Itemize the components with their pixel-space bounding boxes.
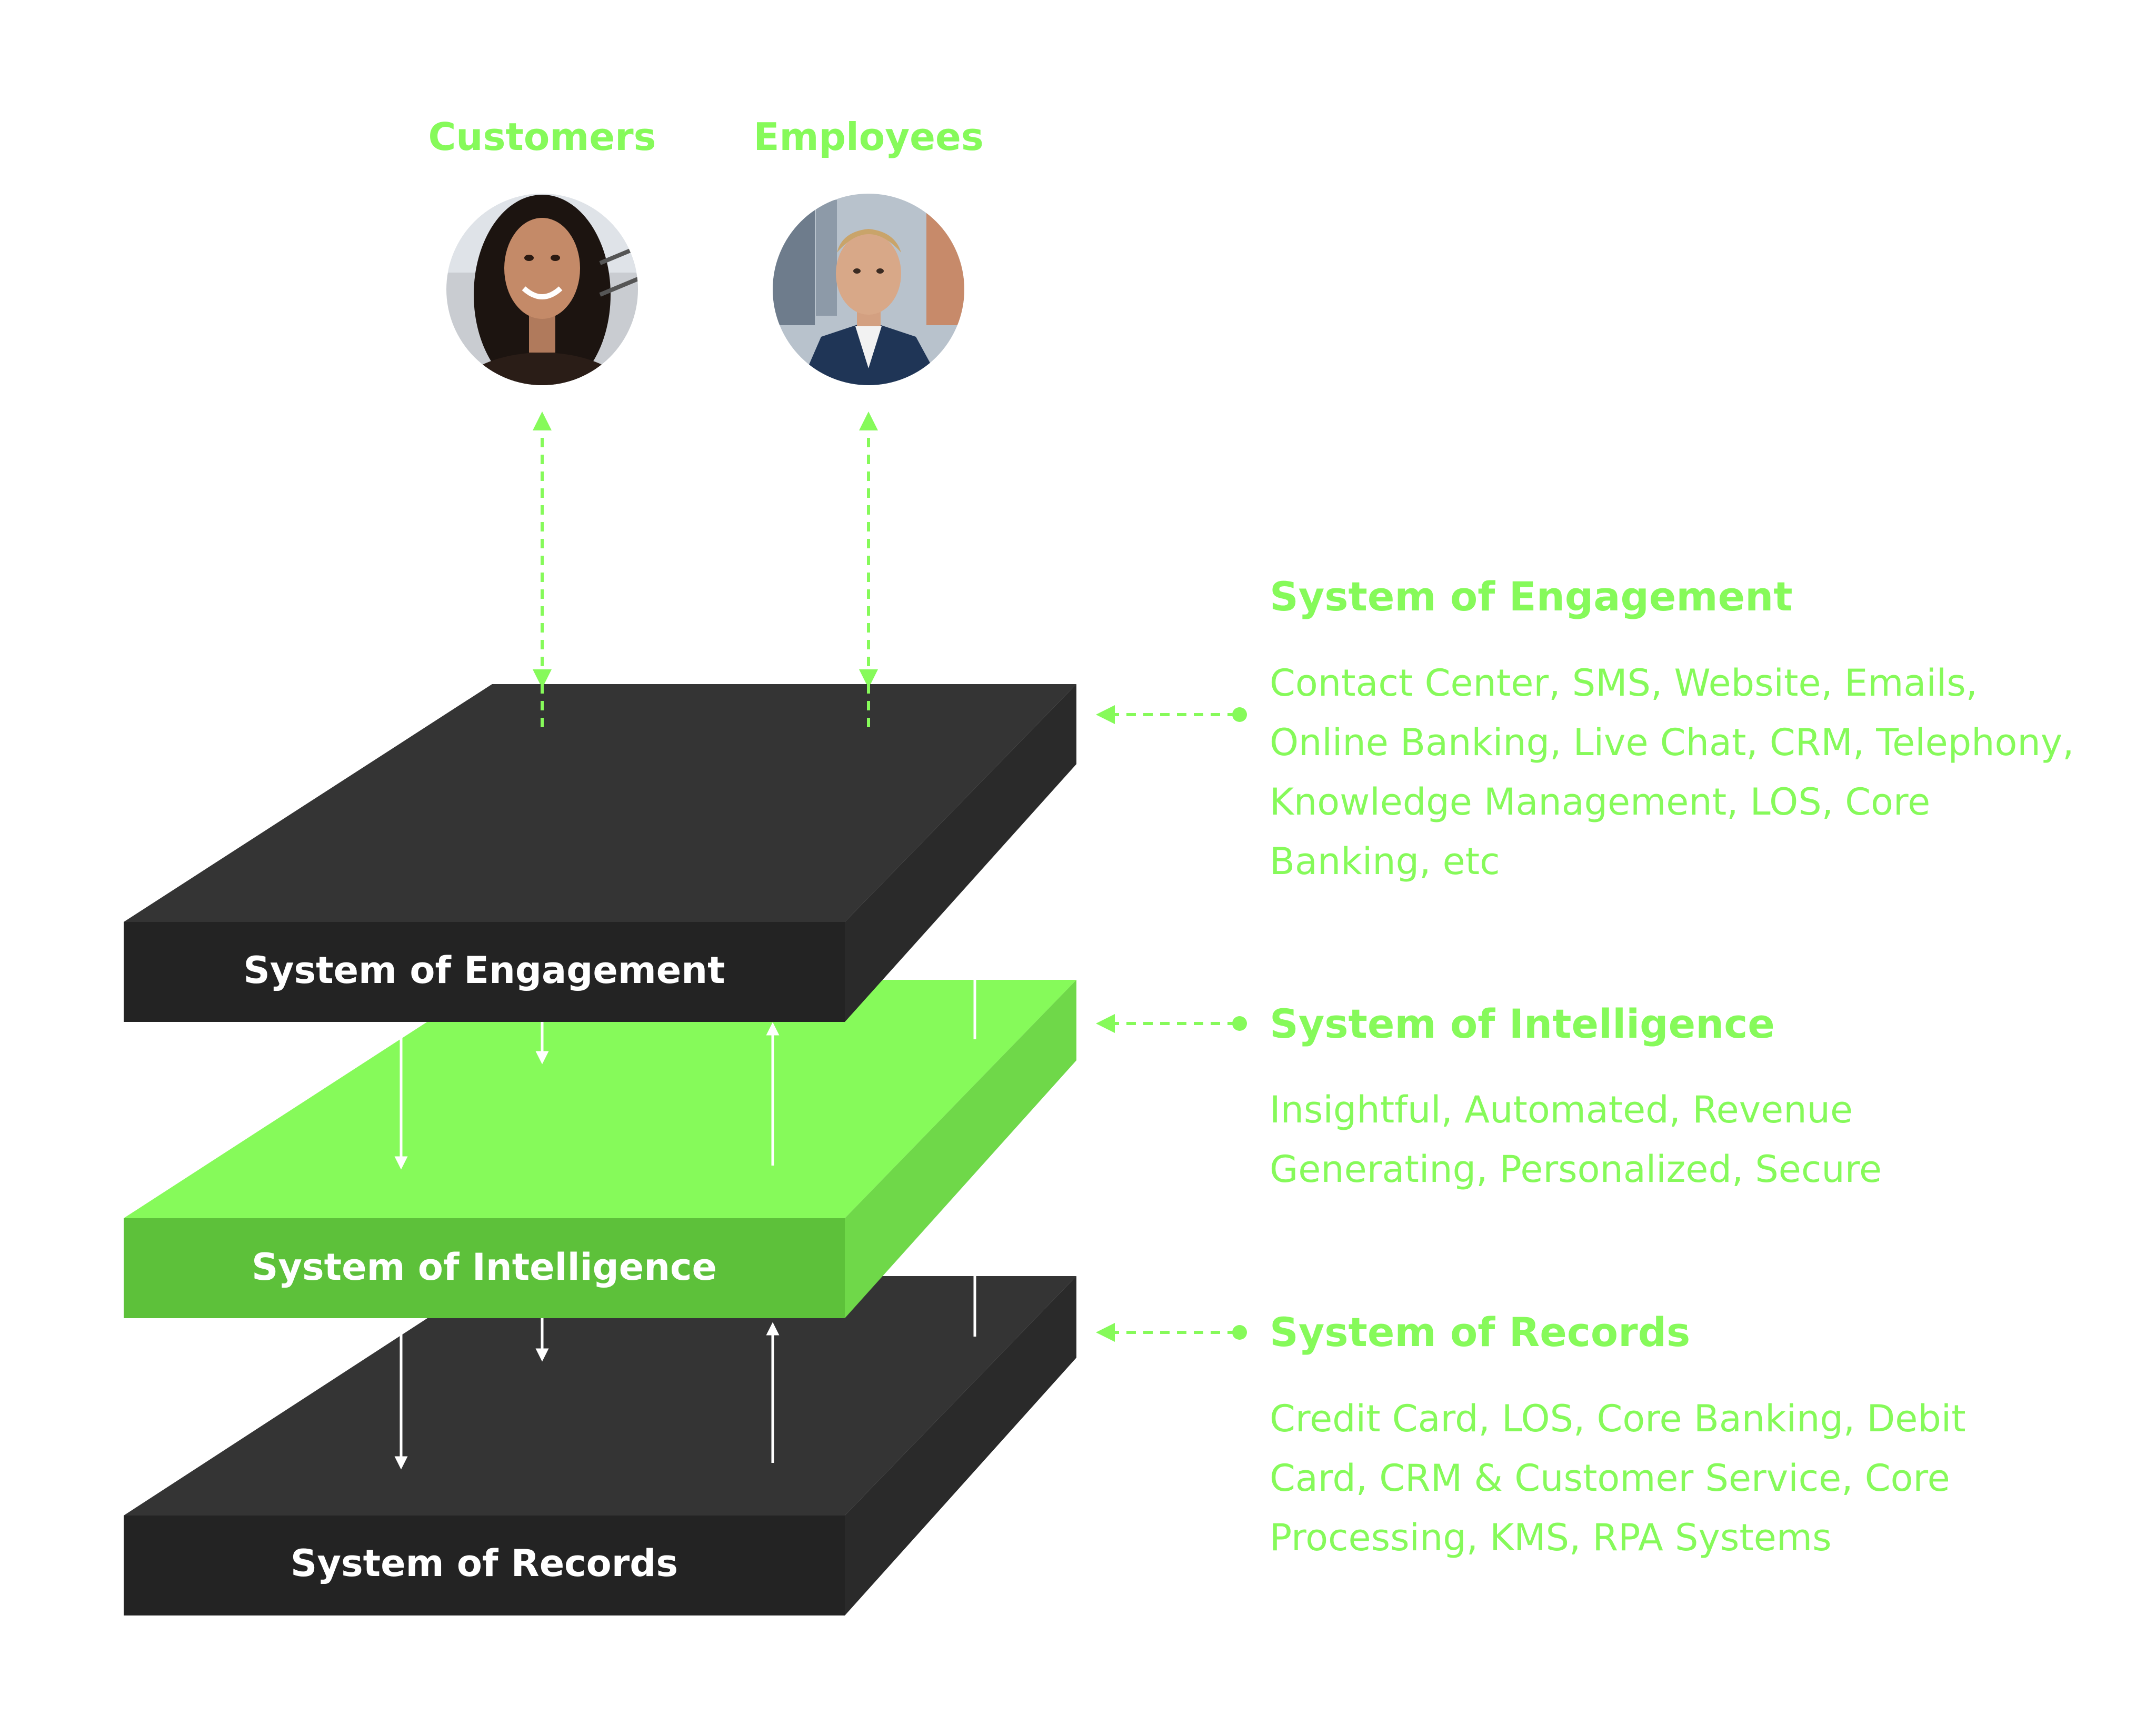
engagement-line-2: Online Banking, Live Chat, CRM, Telephon… — [1270, 721, 2074, 764]
customer-avatar — [446, 194, 638, 385]
engagement-pointer — [1096, 705, 1247, 724]
intelligence-layer-label: System of Intelligence — [252, 1246, 717, 1289]
records-description: System of Records Credit Card, LOS, Core… — [1270, 1309, 1966, 1559]
engagement-line-4: Banking, etc — [1270, 840, 1500, 883]
records-pointer — [1096, 1323, 1247, 1342]
customers-label: Customers — [428, 115, 656, 159]
intelligence-title: System of Intelligence — [1270, 1000, 1775, 1047]
records-line-3: Processing, KMS, RPA Systems — [1270, 1516, 1832, 1559]
records-layer: System of Records — [124, 1276, 1076, 1615]
records-title: System of Records — [1270, 1309, 1690, 1356]
engagement-title: System of Engagement — [1270, 573, 1793, 620]
records-layer-label: System of Records — [291, 1542, 678, 1585]
intelligence-description: System of Intelligence Insightful, Autom… — [1270, 1000, 1882, 1191]
records-line-1: Credit Card, LOS, Core Banking, Debit — [1270, 1397, 1966, 1440]
employee-avatar — [773, 194, 964, 385]
engagement-line-3: Knowledge Management, LOS, Core — [1270, 780, 1930, 824]
intelligence-pointer — [1096, 1014, 1247, 1033]
engagement-layer: System of Engagement — [124, 684, 1076, 1022]
engagement-description: System of Engagement Contact Center, SMS… — [1270, 573, 2074, 883]
engagement-line-1: Contact Center, SMS, Website, Emails, — [1270, 661, 1978, 705]
engagement-layer-label: System of Engagement — [243, 949, 725, 992]
employees-label: Employees — [753, 115, 983, 159]
intelligence-line-2: Generating, Personalized, Secure — [1270, 1148, 1882, 1191]
intelligence-layer: System of Intelligence — [124, 980, 1076, 1318]
records-line-2: Card, CRM & Customer Service, Core — [1270, 1457, 1950, 1500]
intelligence-line-1: Insightful, Automated, Revenue — [1270, 1088, 1853, 1131]
